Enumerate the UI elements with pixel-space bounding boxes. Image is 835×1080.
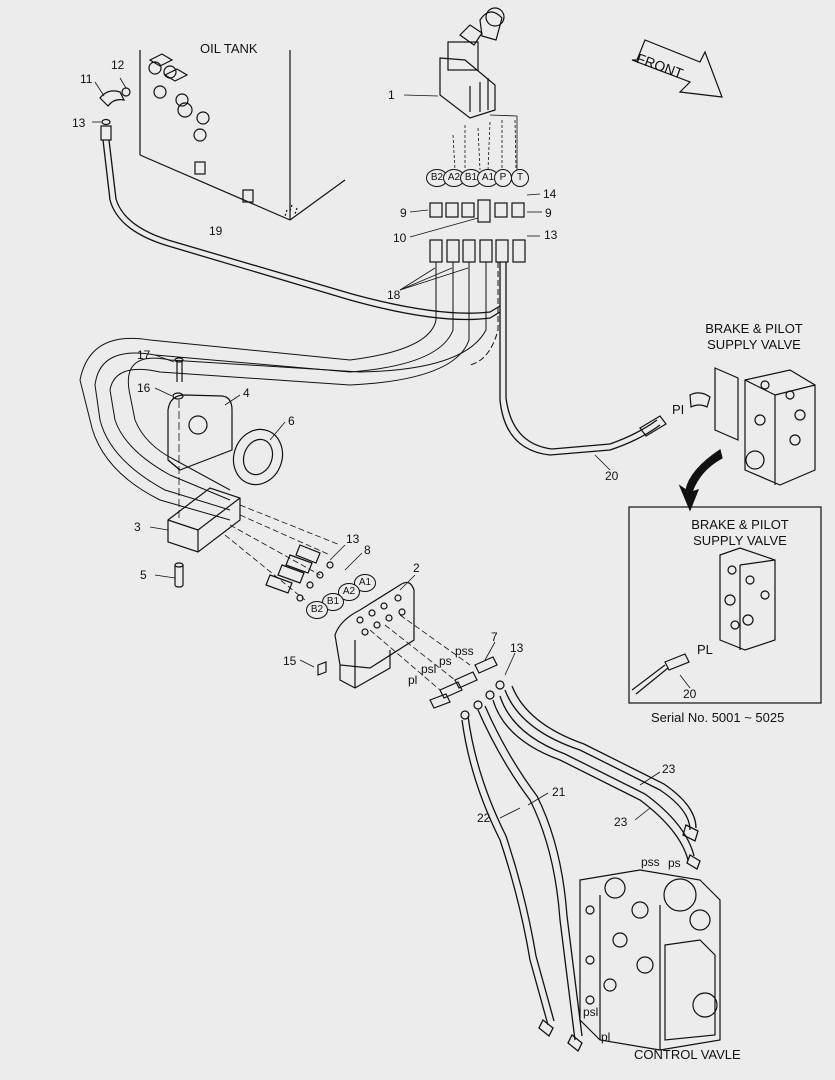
port-label-pss-bottom: pss — [641, 855, 660, 869]
bracket-circle-a1: A1 — [354, 574, 376, 592]
part-number-6: 6 — [288, 414, 295, 428]
oil-tank — [139, 50, 346, 221]
inset-valve-title: BRAKE & PILOT SUPPLY VALVE — [680, 517, 800, 549]
port-label-pl-inset: PL — [697, 642, 713, 657]
part-number-9-left: 9 — [400, 206, 407, 220]
control-valve-label: CONTROL VAVLE — [634, 1047, 741, 1062]
part-number-13-bracket: 13 — [346, 532, 360, 546]
part-number-21: 21 — [552, 785, 566, 799]
hose-20 — [499, 262, 667, 456]
hoses-21-22-23 — [461, 685, 701, 1053]
port-label-pl-bottom: pl — [601, 1030, 611, 1044]
pilot-port-fittings — [429, 656, 505, 720]
part-number-9-right: 9 — [545, 206, 552, 220]
port-circle-t: T — [511, 169, 529, 187]
part-number-10: 10 — [393, 231, 407, 245]
port-label-psl-bottom: psl — [583, 1005, 599, 1019]
port-label-pi: PI — [672, 402, 685, 417]
part-number-15: 15 — [283, 654, 297, 668]
bracket-fittings — [265, 544, 334, 602]
serial-number-label: Serial No. 5001 ~ 5025 — [651, 710, 785, 725]
inset-valve-title-line2: SUPPLY VALVE — [693, 533, 787, 548]
brake-valve-title: BRAKE & PILOT SUPPLY VALVE — [694, 321, 814, 353]
part-number-20-inset: 20 — [683, 687, 697, 701]
part-number-16: 16 — [137, 381, 151, 395]
oil-tank-label: OIL TANK — [200, 41, 258, 56]
bracket-plate — [167, 394, 284, 486]
port-label-pl-top: pl — [408, 673, 418, 687]
part-number-11: 11 — [80, 72, 93, 86]
part-number-3: 3 — [134, 520, 141, 534]
inset-pointer-arrow — [678, 449, 723, 512]
valve-port-fittings — [429, 199, 526, 263]
part-number-18: 18 — [387, 288, 401, 302]
part-number-2: 2 — [413, 561, 420, 575]
part-number-19: 19 — [209, 224, 223, 238]
bulkhead-plate — [317, 581, 415, 689]
brake-valve-title-line1: BRAKE & PILOT — [705, 321, 803, 336]
part-number-20: 20 — [605, 469, 619, 483]
port-circle-b2: B2 — [426, 169, 448, 187]
port-circle-b1: B1 — [460, 169, 482, 187]
pilot-hoses-bundle — [79, 262, 499, 521]
part-number-22: 22 — [477, 811, 491, 825]
inset-box — [628, 506, 822, 704]
hose-19 — [102, 139, 501, 321]
part-number-23-a: 23 — [662, 762, 676, 776]
bracket-circle-b2: B2 — [306, 601, 328, 619]
front-arrow — [631, 39, 723, 98]
part-number-13-block: 13 — [510, 641, 524, 655]
port-label-ps-bottom: ps — [668, 856, 681, 870]
port-label-psl-top: psl — [421, 662, 437, 676]
remote-control-valve — [439, 7, 518, 171]
control-valve — [579, 869, 721, 1051]
part-number-13-tank: 13 — [72, 116, 86, 130]
port-label-pss-top: pss — [455, 644, 474, 658]
port-circle-p: P — [494, 169, 512, 187]
bracket-circle-a2: A2 — [338, 583, 360, 601]
leader-lines — [92, 77, 691, 821]
part-number-4: 4 — [243, 386, 250, 400]
mounting-block — [167, 357, 241, 588]
port-label-ps-top: ps — [439, 654, 452, 668]
part-number-13-rail: 13 — [544, 228, 558, 242]
part-number-23-b: 23 — [614, 815, 628, 829]
part-number-7: 7 — [491, 630, 498, 644]
tank-fittings — [99, 87, 131, 141]
part-number-17: 17 — [137, 348, 151, 362]
part-number-1: 1 — [388, 88, 395, 102]
inset-valve-title-line1: BRAKE & PILOT — [691, 517, 789, 532]
part-number-14: 14 — [543, 187, 557, 201]
part-number-5: 5 — [140, 568, 147, 582]
part-number-8: 8 — [364, 543, 371, 557]
brake-valve-title-line2: SUPPLY VALVE — [707, 337, 801, 352]
part-number-12: 12 — [111, 58, 125, 72]
brake-pilot-valve — [689, 367, 816, 486]
connection-dashes — [224, 504, 471, 691]
